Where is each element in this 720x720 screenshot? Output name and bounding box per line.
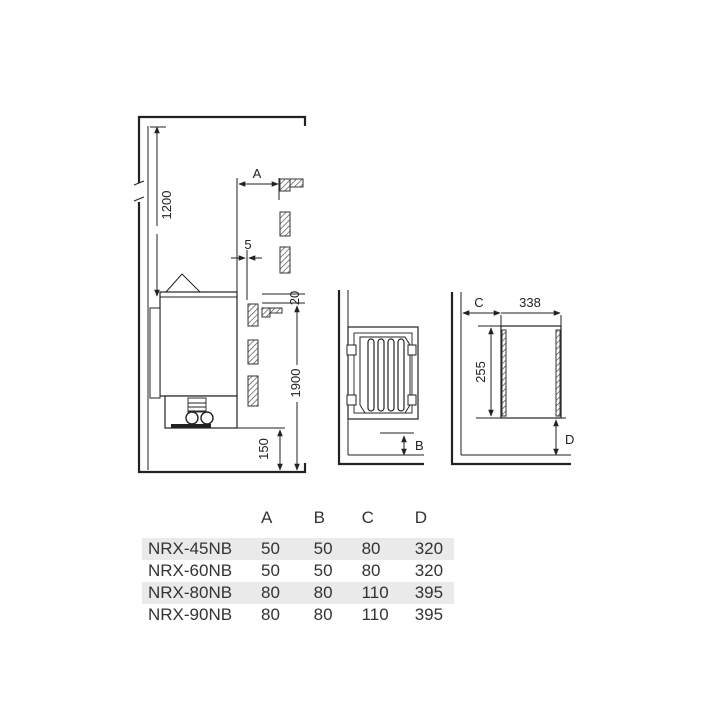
- dim-1900-label: 1900: [288, 369, 303, 398]
- dim-255-label: 255: [473, 361, 488, 383]
- dim-d-label: D: [565, 432, 574, 447]
- table-cell: 110: [361, 605, 389, 624]
- front-view: B: [337, 290, 424, 466]
- table-row: NRX-45NB 50 50 80 320: [142, 538, 454, 560]
- top-heater-body: [500, 325, 562, 419]
- dim-20-label: 20: [287, 291, 302, 305]
- dim-c-label: C: [474, 295, 483, 310]
- dim-150-label: 150: [256, 438, 271, 460]
- table-cell: NRX-90NB: [148, 605, 233, 624]
- table-cell: 395: [414, 605, 444, 624]
- table-header-c: C: [361, 508, 374, 527]
- heater-body: [159, 291, 238, 397]
- table-row: NRX-80NB 80 80 110 395: [142, 582, 454, 604]
- front-wall-outline: [337, 290, 424, 466]
- side-wall-outline: [137, 115, 307, 474]
- heating-element-3: [387, 338, 395, 412]
- table-row: NRX-60NB 50 50 80 320: [142, 560, 454, 582]
- table-header-model: [142, 508, 261, 538]
- dim-1200-label: 1200: [159, 191, 174, 220]
- table-cell: 320: [414, 561, 444, 580]
- table-cell: 80: [313, 582, 362, 604]
- table-cell: 80: [261, 605, 280, 624]
- table-cell: NRX-45NB: [142, 538, 262, 560]
- dim-b-label: B: [415, 438, 424, 453]
- table-header-b: B: [313, 508, 325, 527]
- spec-table: A B C D NRX-45NB 50 50 80 320 NRX-60NB 5…: [142, 508, 454, 626]
- table-cell: 50: [313, 538, 362, 560]
- table-cell: NRX-60NB: [148, 561, 233, 580]
- dim-a-label: A: [253, 166, 262, 181]
- table-header-a: A: [261, 508, 273, 527]
- table-cell: 50: [261, 538, 314, 560]
- heating-element-2: [377, 338, 385, 412]
- table-cell: 80: [361, 538, 415, 560]
- heating-element-1: [367, 338, 375, 412]
- heater-back-bracket: [149, 307, 161, 399]
- table-cell: 50: [313, 561, 333, 580]
- wall-break-mark: [133, 180, 145, 202]
- table-header-d: D: [414, 508, 427, 527]
- control-knob-right-icon: [200, 411, 214, 425]
- top-view: C 338 255 D: [450, 292, 574, 466]
- top-wall-outline: [450, 292, 571, 466]
- table-cell: 80: [261, 582, 314, 604]
- table-cell: NRX-80NB: [142, 582, 262, 604]
- dim-5-label: 5: [244, 237, 251, 252]
- table-cell: 110: [361, 582, 415, 604]
- heating-element-4: [397, 338, 405, 412]
- heater-top-cover: [165, 273, 201, 293]
- control-knob-left-icon: [185, 411, 199, 425]
- table-row: NRX-90NB 80 80 110 395: [142, 604, 454, 626]
- table-header-row: A B C D: [142, 508, 454, 538]
- table-cell: 80: [313, 605, 333, 624]
- side-view: 1200 A 5 20: [133, 115, 307, 474]
- table-cell: 50: [261, 561, 280, 580]
- dim-338-label: 338: [519, 295, 541, 310]
- table-cell: 320: [414, 538, 454, 560]
- table-cell: 80: [361, 561, 381, 580]
- table-cell: 395: [414, 582, 454, 604]
